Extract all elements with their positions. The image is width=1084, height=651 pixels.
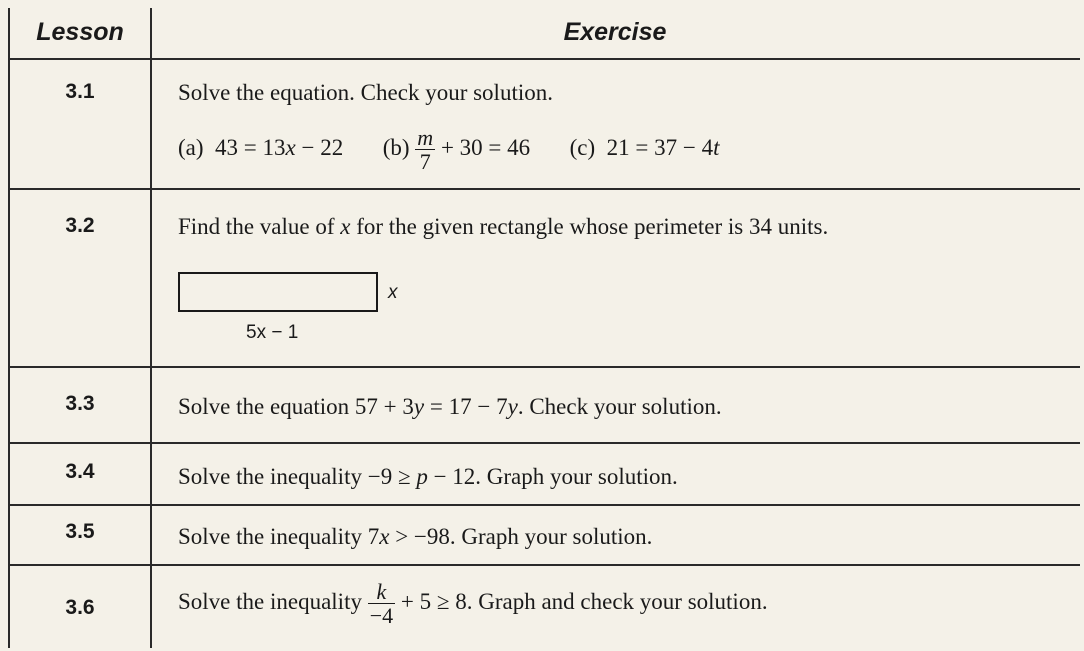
exercise-instruction: Find the value of x for the given rectan… xyxy=(178,214,829,239)
exercise-instruction: Solve the inequality 7x > −98. Graph you… xyxy=(178,524,653,549)
part-a: (a) 43 = 13x − 22 xyxy=(178,134,344,160)
fraction-k-over-neg4: k−4 xyxy=(367,579,396,629)
lesson-number: 3.4 xyxy=(65,460,95,483)
exercise-instruction: Solve the inequality −9 ≥ p − 12. Graph … xyxy=(178,464,678,489)
rectangle-bottom-label: 5x − 1 xyxy=(246,322,299,343)
table-row-3-1: 3.1 Solve the equation. Check your solut… xyxy=(10,60,1080,190)
lesson-exercise-table: Lesson Exercise 3.1 Solve the equation. … xyxy=(8,8,1080,648)
lesson-number: 3.3 xyxy=(65,392,95,415)
table-row-3-2: 3.2 Find the value of x for the given re… xyxy=(10,190,1080,368)
table-row-3-5: 3.5 Solve the inequality 7x > −98. Graph… xyxy=(10,506,1080,566)
rectangle-side-label: x xyxy=(388,282,398,303)
table-row-3-6: 3.6 Solve the inequality k−4 + 5 ≥ 8. Gr… xyxy=(10,566,1080,648)
exercise-instruction: Solve the equation. Check your solution. xyxy=(178,80,553,105)
rectangle-figure xyxy=(178,272,378,312)
table-row-3-3: 3.3 Solve the equation 57 + 3y = 17 − 7y… xyxy=(10,368,1080,444)
lesson-column-header: Lesson xyxy=(36,18,124,46)
table-row-3-4: 3.4 Solve the inequality −9 ≥ p − 12. Gr… xyxy=(10,444,1080,506)
exercise-instruction: Solve the inequality k−4 + 5 ≥ 8. Graph … xyxy=(178,579,768,629)
table-header-row: Lesson Exercise xyxy=(10,8,1080,60)
part-c: (c) 21 = 37 − 4t xyxy=(569,134,720,160)
lesson-number: 3.5 xyxy=(65,520,95,543)
exercise-column-header: Exercise xyxy=(563,18,667,46)
lesson-number: 3.2 xyxy=(65,214,95,237)
lesson-number: 3.6 xyxy=(65,596,95,619)
exercise-instruction: Solve the equation 57 + 3y = 17 − 7y. Ch… xyxy=(178,394,722,419)
column-divider xyxy=(150,8,152,648)
lesson-number: 3.1 xyxy=(65,80,95,103)
